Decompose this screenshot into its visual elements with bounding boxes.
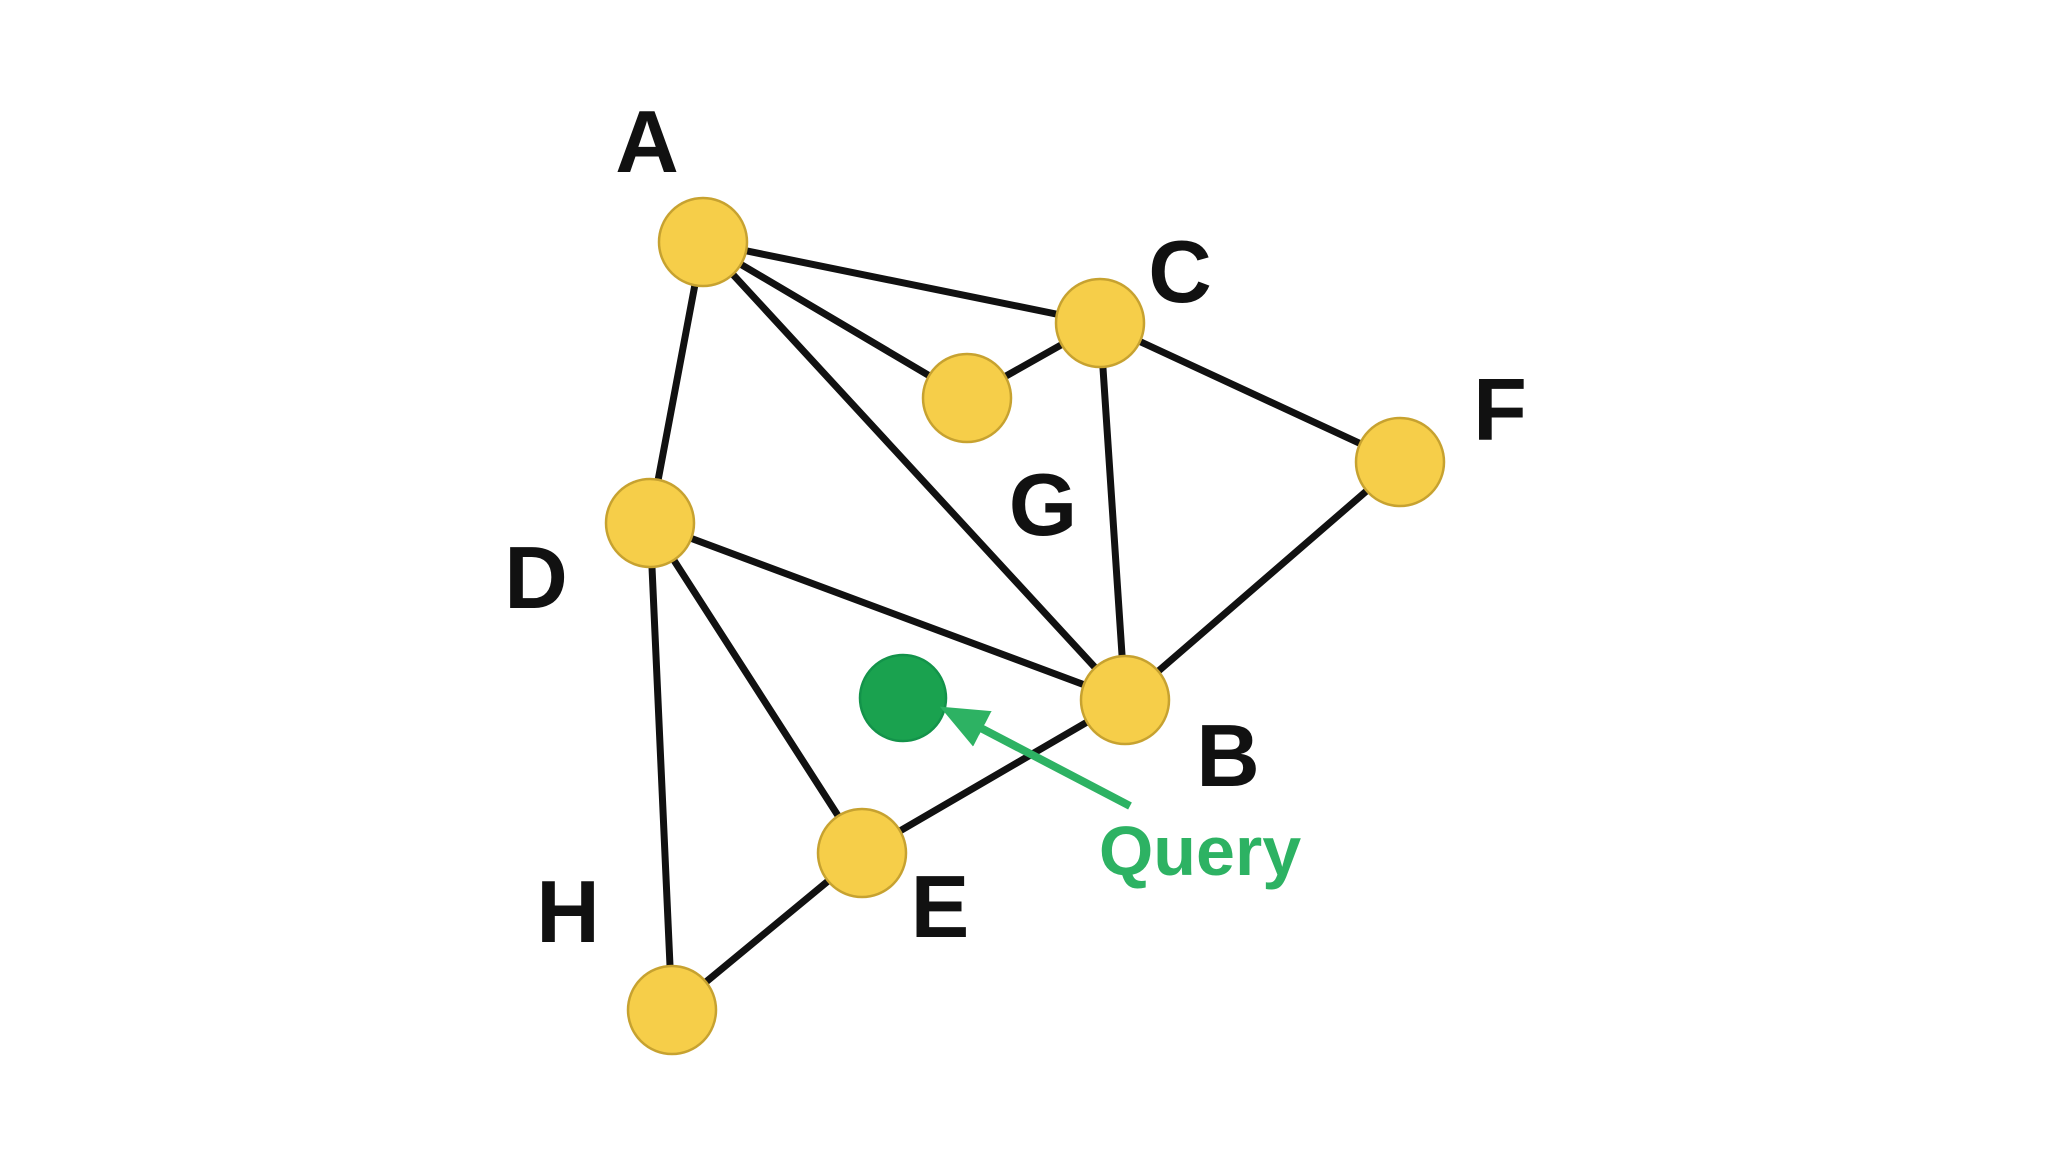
edge-D-B: [646, 519, 1129, 704]
node-F: [1354, 416, 1446, 508]
node-G: [921, 352, 1013, 444]
node-label-D: D: [504, 528, 568, 627]
edge-D-E: [646, 519, 866, 857]
node-label-E: E: [911, 857, 970, 956]
node-label-G: G: [1009, 455, 1077, 554]
node-C: [1054, 277, 1146, 369]
edge-A-B: [699, 238, 1129, 704]
edge-C-F: [1096, 319, 1404, 466]
edge-E-B: [858, 696, 1129, 857]
query-label: Query: [1099, 812, 1301, 890]
edge-C-B: [1096, 319, 1129, 704]
node-B: [1079, 654, 1171, 746]
node-label-F: F: [1473, 360, 1527, 459]
edge-A-C: [699, 238, 1104, 327]
edge-F-B: [1121, 458, 1404, 704]
node-layer: [604, 196, 1446, 1056]
node-E: [816, 807, 908, 899]
node-label-B: B: [1196, 706, 1260, 805]
edge-D-H: [646, 519, 676, 1014]
label-layer: A B C D E F G H Query: [504, 92, 1527, 961]
edge-A-G: [699, 238, 971, 402]
node-A: [657, 196, 749, 288]
node-label-C: C: [1148, 222, 1212, 321]
node-label-H: H: [536, 862, 600, 961]
node-label-A: A: [615, 92, 679, 191]
query-node: [858, 653, 948, 743]
node-H: [626, 964, 718, 1056]
node-D: [604, 477, 696, 569]
query-arrow-icon: [939, 706, 1132, 810]
edge-A-D: [646, 238, 707, 527]
